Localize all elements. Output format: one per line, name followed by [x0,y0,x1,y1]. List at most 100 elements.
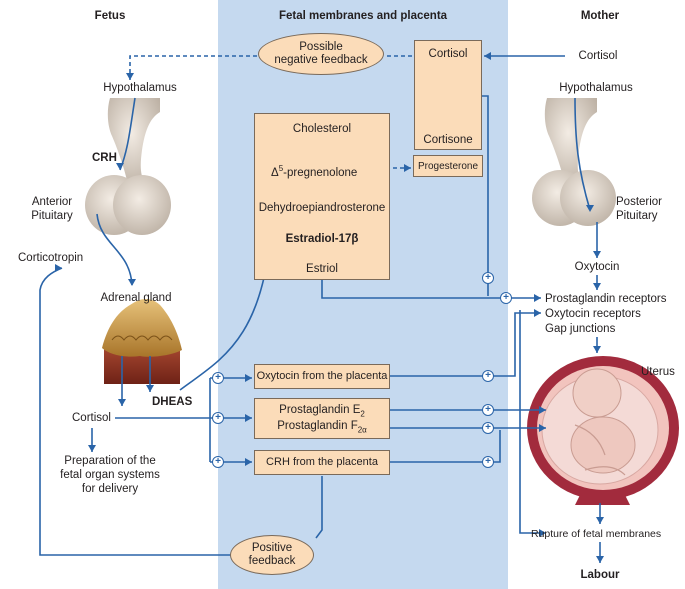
anterior-pituitary-label-2: Pituitary [31,210,73,222]
plus-junction-7: + [482,404,494,416]
corticotropin-label: Corticotropin [18,252,84,264]
plus-junction-4: + [212,412,224,424]
arrow-pgf-out-head [539,424,546,432]
adrenal-gland-label: Adrenal gland [100,292,172,304]
arrow-estriol-to-receptors-head [534,294,541,302]
arrow-to-oxytocin-placenta-head [245,374,252,382]
maternal-cortisol-label: Cortisol [578,50,618,62]
prostaglandin-box [254,398,390,439]
arrow-adrenal-to-cortisol-head [118,399,126,406]
uterus-label: Uterus [641,366,675,378]
positive-feedback-line-2: feedback [248,555,296,567]
pge-subscript: 2 [360,409,365,419]
plus-junction-6: + [482,370,494,382]
plus-junction-3: + [212,372,224,384]
posterior-pituitary-label-1: Posterior [616,196,663,208]
plus-junction-1: + [482,272,494,284]
preparation-label-2: fetal organ systems [60,469,160,481]
crh-placenta-box [254,450,390,475]
pregnenolone-label: Δ5-pregnenolone [271,162,357,180]
oxytocin-receptors-label: Oxytocin receptors [545,308,641,320]
arrow-to-prostaglandin-box-head [245,414,252,422]
prostaglandin-receptors-label: Prostaglandin receptors [545,293,667,305]
arrow-rupture-branch-head [539,529,546,537]
plus-junction-5: + [212,456,224,468]
arrow-estriol-to-receptors [321,278,541,299]
arrow-uterus-down-head [596,517,604,524]
maternal-hypothalamus-label: Hypothalamus [559,82,633,94]
arrow-posterior-to-oxytocin-head [593,251,601,258]
arrow-crh-to-positive-feedback [315,476,323,539]
pgf-text: Prostaglandin F [277,420,358,432]
posterior-pituitary-label-2: Pituitary [616,210,658,222]
header-mother: Mother [580,10,620,22]
plus-junction-8: + [482,422,494,434]
arrow-adrenal-to-dheas-head [146,385,154,392]
pge-label: Prostaglandin E2 [279,404,365,420]
arrow-negative-feedback [129,55,412,80]
pgf-label: Prostaglandin F2α [277,420,367,436]
header-placenta: Fetal membranes and placenta [278,10,448,22]
arrow-cortisol-to-preparation-head [88,445,96,452]
crh-label: CRH [92,152,117,164]
progesterone-label: Progesterone [417,161,479,172]
fetal-hypothalamus-label: Hypothalamus [103,82,177,94]
cholesterol-label: Cholesterol [292,123,352,135]
rupture-label: Rupture of fetal membranes [531,528,662,540]
maternal-oxytocin-label: Oxytocin [574,261,620,273]
placenta-cortisol-label: Cortisol [428,48,468,60]
arrow-crh-placenta-out [390,430,501,463]
labour-label: Labour [580,569,620,581]
cortisone-label: Cortisone [423,134,473,146]
arrow-rupture-branch [519,310,544,534]
estradiol-label: Estradiol-17β [285,233,359,245]
arrow-maternal-hypothalamus-down [574,97,591,211]
steroid-pathway-box [254,113,390,280]
arrow-pregnenolone-to-progesterone-head [404,164,411,172]
arrow-pge-out-head [539,406,546,414]
progesterone-box [413,155,483,177]
arrow-rupture-to-labour-head [596,556,604,563]
fetal-pituitary-illustration [85,98,171,235]
crh-placenta-label: CRH from the placenta [266,456,378,468]
arrow-pituitary-to-corticotropin-head [128,279,136,286]
negative-feedback-line-1: Possible [299,41,343,53]
plus-junction-2: + [500,292,512,304]
dhea-label: Dehydroepiandrosterone [258,202,386,214]
positive-feedback-line-1: Positive [251,542,293,554]
oxytocin-placenta-label: Oxytocin from the placenta [256,370,388,382]
anterior-pituitary-label-1: Anterior [31,196,73,208]
pge-text: Prostaglandin E [279,404,361,416]
arrow-oxytocin-to-receptors-head [593,283,601,290]
preparation-label-3: for delivery [81,483,139,495]
arrow-oxytocin-placenta-out [390,312,541,377]
arrow-mother-cortisol-to-box-head [484,52,491,60]
connector-arrows [39,52,604,563]
arrow-to-crh-placenta-head [245,458,252,466]
preparation-label-1: Preparation of the [64,455,156,467]
arrow-corticotropin-feedback-head [55,264,62,272]
gap-junctions-label: Gap junctions [545,323,616,335]
uterus-illustration [527,356,679,505]
maternal-pituitary-illustration [532,98,616,226]
pgf-subscript: 2α [357,425,367,435]
arrow-pituitary-to-corticotropin [96,213,133,286]
estriol-label: Estriol [306,263,338,275]
arrow-fetal-hypothalamus-down-head [116,163,124,170]
oxytocin-placenta-box [254,364,390,389]
negative-feedback-line-2: negative feedback [274,54,368,66]
arrow-maternal-hypothalamus-down-head [586,205,594,212]
arrow-negative-feedback-head [126,73,134,80]
header-fetus: Fetus [94,10,126,22]
plus-junction-9: + [482,456,494,468]
arrow-oxytocin-placenta-out-head [534,309,541,317]
delta-symbol: Δ [271,166,279,179]
pregnenolone-superscript: 5 [278,164,284,173]
pregnenolone-text: -pregnenolone [283,166,358,179]
cortisol-cortisone-box [414,40,482,150]
adrenal-gland-illustration [102,298,182,384]
